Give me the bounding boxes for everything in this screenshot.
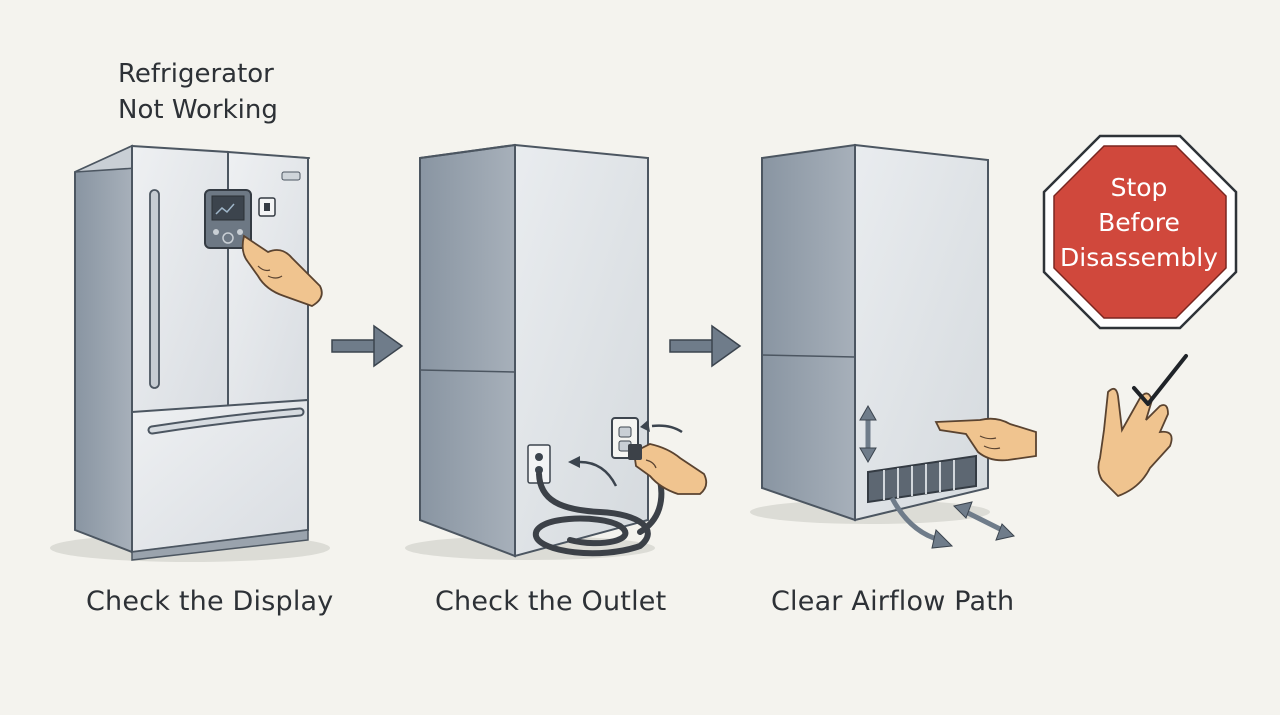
stop-sign-line-1: Stop <box>1110 173 1168 202</box>
vertical-clearance-arrow-icon <box>859 404 877 464</box>
step-label-airflow: Clear Airflow Path <box>771 586 1015 617</box>
step-arrow-1 <box>331 324 404 368</box>
step-label-display: Check the Display <box>86 586 334 617</box>
hand-pressing-display-icon <box>241 234 323 307</box>
hand-gesture-check-icon <box>1097 354 1188 498</box>
fridge-display-panel <box>204 189 276 249</box>
title-line-2: Not Working <box>118 95 278 125</box>
stop-sign <box>1042 134 1238 330</box>
step-label-outlet: Check the Outlet <box>435 586 667 617</box>
airflow-out-arrow-icon <box>889 496 954 549</box>
step-arrow-2 <box>669 324 742 368</box>
curved-arrow-cord-icon <box>568 456 618 487</box>
stop-sign-line-3: Disassembly <box>1060 243 1218 272</box>
fridge-rear-outlet <box>405 143 655 560</box>
airflow-diagonal-arrow-icon <box>953 501 1015 541</box>
fridge-front <box>50 144 330 562</box>
hand-plugging-cord-icon <box>628 443 708 495</box>
hand-pointing-vent-icon <box>934 417 1037 462</box>
curved-arrow-to-outlet-icon <box>640 420 683 434</box>
title-line-1: Refrigerator <box>118 59 274 89</box>
vent-grille <box>867 454 977 504</box>
stop-sign-text: Stop Before Disassembly <box>1048 170 1230 275</box>
diagram-title: Refrigerator Not Working <box>118 56 278 128</box>
stop-sign-line-2: Before <box>1098 208 1180 237</box>
